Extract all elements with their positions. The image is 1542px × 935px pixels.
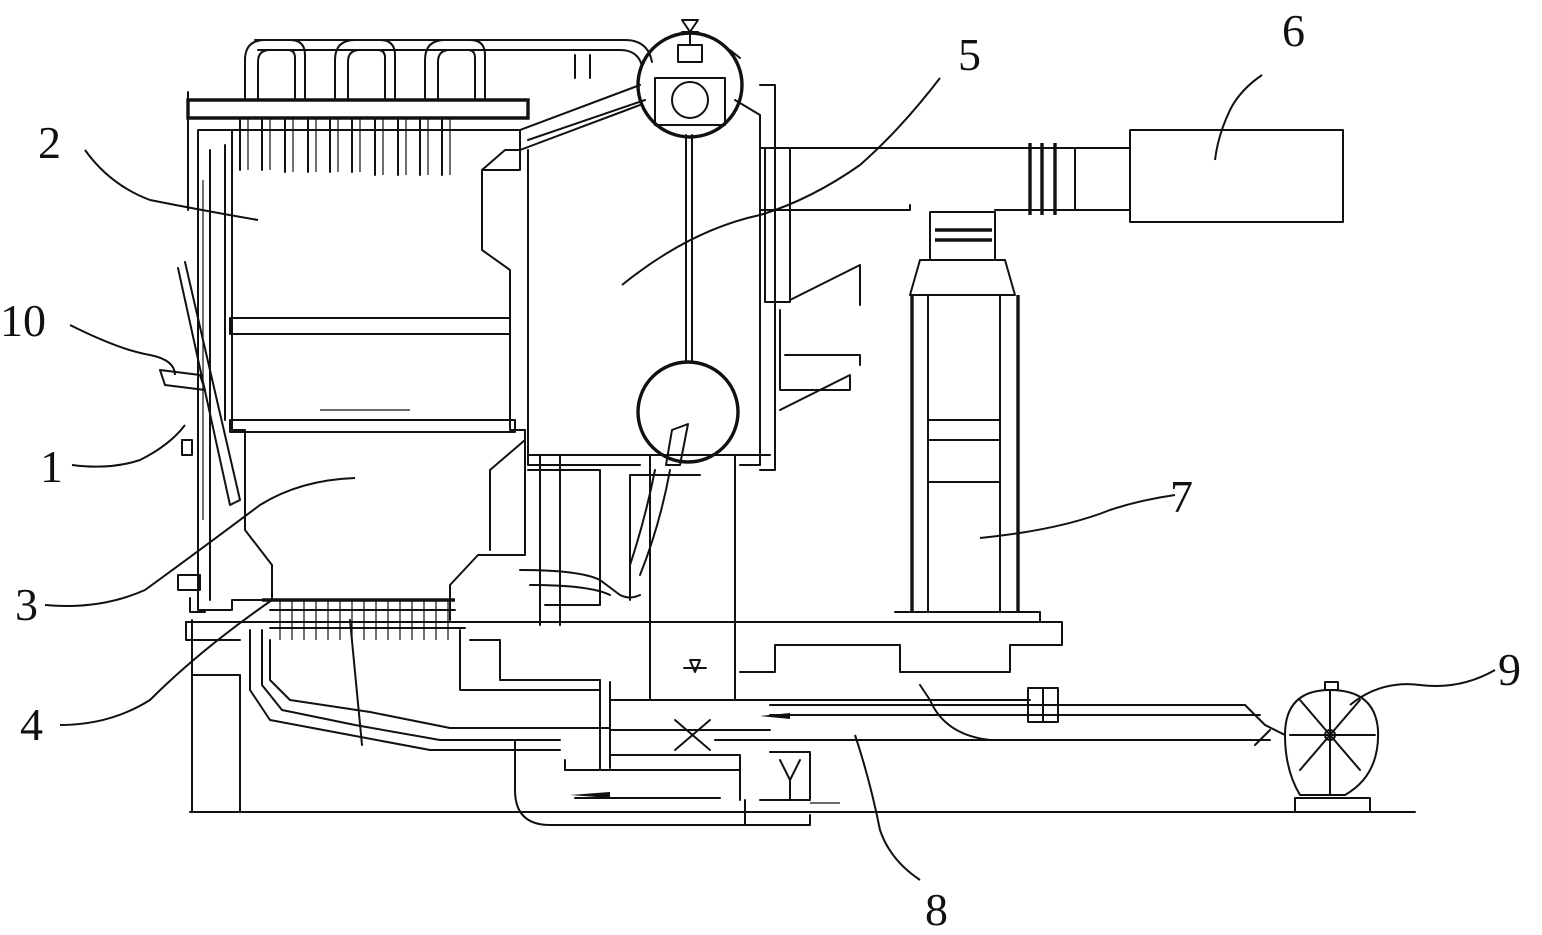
feed-hopper: [159, 261, 241, 613]
leader-1: [71, 424, 186, 468]
furnace-chamber: [197, 129, 526, 621]
label-5: 5: [958, 29, 981, 80]
callout-labels: 1 2 3 4 5 6 7 8 9 10: [0, 5, 1521, 935]
economizer: [894, 211, 1041, 623]
blower-fan: [1254, 681, 1380, 813]
leader-5: [621, 77, 941, 286]
label-6: 6: [1282, 5, 1305, 56]
middle-header: [229, 317, 516, 433]
leader-8: [854, 734, 921, 881]
furnace-support: [185, 619, 1063, 813]
label-4: 4: [20, 699, 43, 750]
leader-9: [1349, 669, 1496, 706]
flue-duct: [759, 143, 1131, 411]
air-ducts: [249, 629, 1271, 826]
leader-6: [1214, 74, 1263, 161]
label-9: 9: [1498, 644, 1521, 695]
dust-collector: [1129, 129, 1344, 223]
steam-drum-upper: [519, 19, 744, 141]
leader-2: [84, 149, 259, 221]
top-header: [186, 39, 653, 211]
chain-grate: [262, 598, 466, 746]
label-2: 2: [38, 117, 61, 168]
label-1: 1: [40, 441, 63, 492]
label-10: 10: [0, 295, 46, 346]
convection-housing: [519, 84, 776, 701]
label-8: 8: [925, 884, 948, 935]
leader-7: [979, 494, 1176, 539]
leader-3: [44, 477, 356, 607]
label-7: 7: [1170, 471, 1193, 522]
leader-lines: [44, 74, 1496, 881]
water-drum-lower: [636, 134, 740, 466]
leader-4: [59, 599, 273, 726]
leader-10: [69, 324, 176, 376]
label-3: 3: [15, 579, 38, 630]
